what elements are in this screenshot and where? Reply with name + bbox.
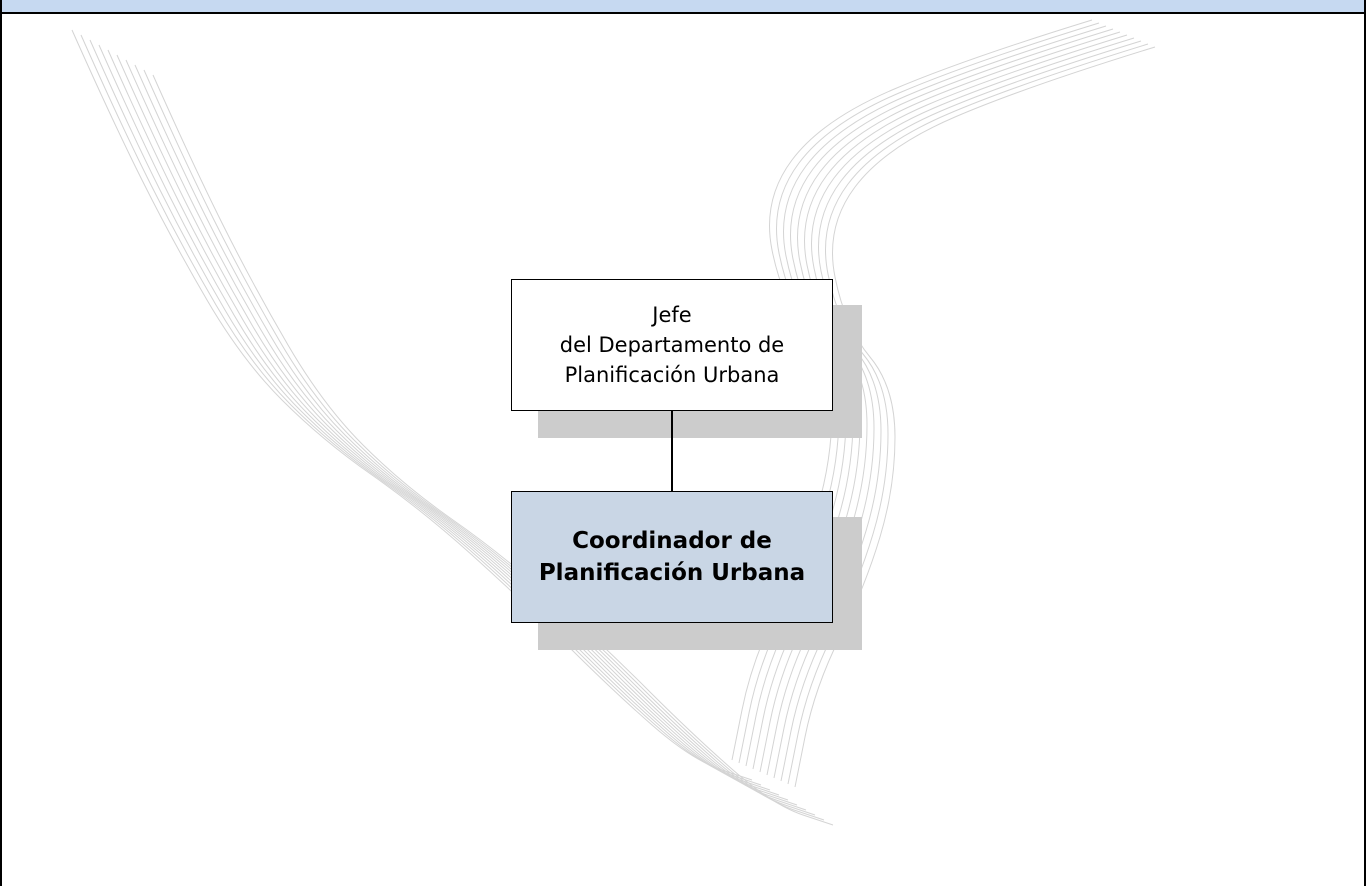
- subordinate-position-box[interactable]: Coordinador de Planificación Urbana: [511, 491, 833, 623]
- connector-line: [671, 411, 673, 491]
- header-band: [2, 0, 1364, 14]
- subordinate-title-line-2: Planificación Urbana: [538, 560, 806, 586]
- head-title-line-3: Planificación Urbana: [564, 363, 780, 387]
- subordinate-title-line-1: Coordinador de: [572, 528, 772, 554]
- head-title-line-1: Jefe: [652, 303, 692, 327]
- head-title-line-2: del Departamento de: [559, 333, 785, 357]
- head-position-box[interactable]: Jefe del Departamento de Planificación U…: [511, 279, 833, 411]
- contour-line: [152, 74, 834, 826]
- contour-line: [134, 64, 816, 816]
- contour-line: [143, 69, 825, 821]
